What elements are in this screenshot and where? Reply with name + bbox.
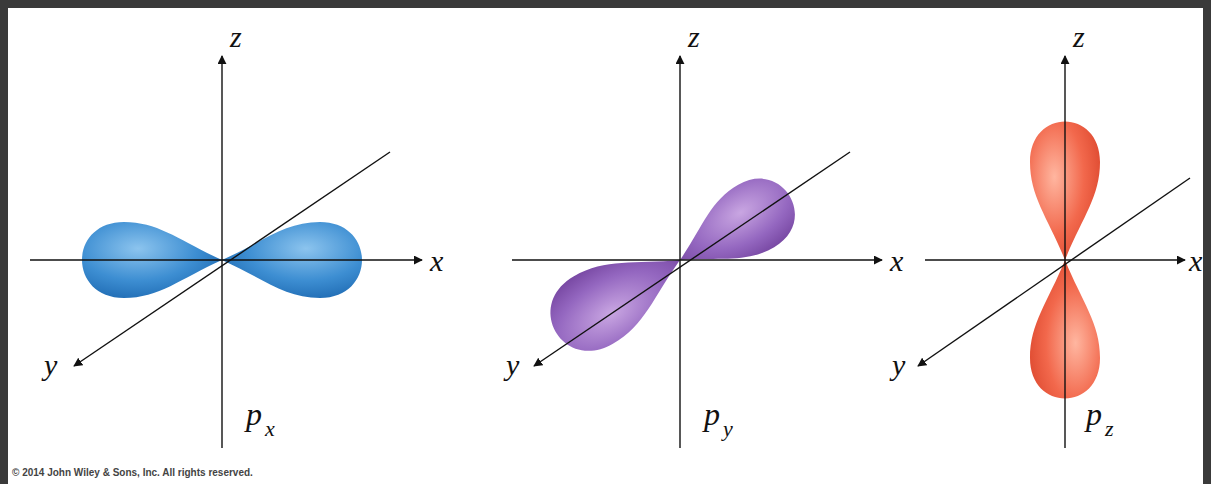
axes (512, 56, 882, 448)
axes (30, 56, 422, 448)
axis-label: z (1073, 22, 1085, 52)
axis-label: y (506, 350, 519, 380)
py-orbital (536, 165, 808, 365)
orbital-label: p (246, 398, 262, 430)
axis-label: y (44, 350, 57, 380)
axis-label: y (892, 350, 905, 380)
axis-label: x (890, 246, 903, 276)
orbital-subscript: y (723, 418, 733, 440)
axis-label: z (230, 22, 242, 52)
axis-label: z (688, 22, 700, 52)
orbital-label: p (704, 398, 720, 430)
orbital-subscript: x (265, 418, 275, 440)
copyright-note: © 2014 John Wiley & Sons, Inc. All right… (12, 468, 253, 478)
orbital-label: p (1086, 398, 1102, 430)
axis-label: x (430, 246, 443, 276)
axis-label: x (1189, 246, 1202, 276)
orbital-subscript: z (1105, 418, 1114, 440)
axes (918, 56, 1190, 448)
